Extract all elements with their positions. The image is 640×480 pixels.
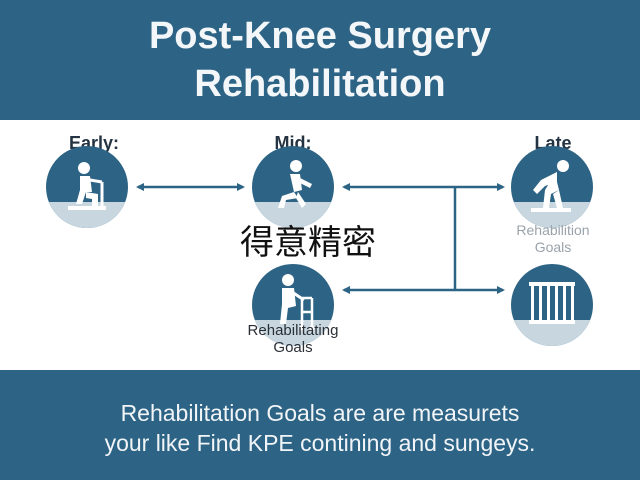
parallel-bars-icon — [529, 282, 575, 324]
node-late — [511, 146, 593, 228]
caption-late-upper-line1: Rehabilition — [516, 222, 590, 238]
person-with-cane-icon — [68, 162, 106, 210]
caption-late-upper-line2: Goals — [534, 239, 572, 255]
person-bending-icon — [531, 160, 571, 212]
node-early — [46, 146, 128, 228]
node-mid — [252, 146, 334, 228]
footer-text-line2: your like Find KPE contining and sungeys… — [104, 430, 536, 456]
header-banner — [0, 0, 640, 120]
node-mid-lower — [252, 264, 334, 346]
footer-text-line1: Rehabilitation Goals are are measurets — [120, 400, 520, 426]
page-title-line1: Post-Knee Surgery — [148, 15, 492, 57]
overlay-text: 得意精密 — [240, 223, 376, 263]
caption-mid-lower-line2: Goals — [273, 339, 313, 356]
caption-mid-lower-line1: Rehabilitating — [247, 322, 339, 339]
footer-banner — [0, 370, 640, 480]
page-title-line2: Rehabilitation — [194, 63, 446, 105]
node-late-lower — [511, 264, 593, 346]
caption-mid-lower: Rehabilitating Goals — [213, 322, 373, 356]
person-with-walker-icon — [280, 274, 315, 331]
caption-late-upper: Rehabilition Goals — [473, 222, 633, 256]
person-stretching-icon — [278, 160, 312, 208]
